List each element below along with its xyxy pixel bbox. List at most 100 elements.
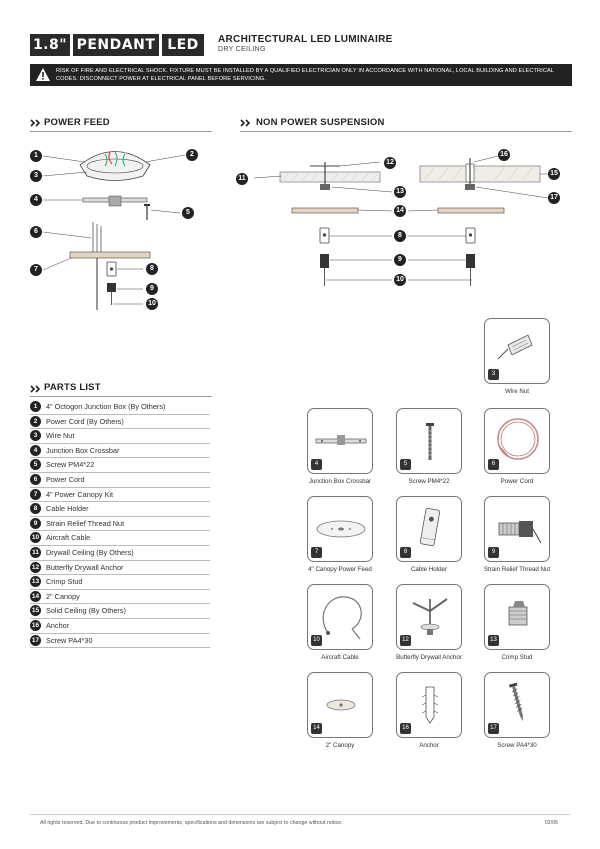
part-card: 5 <box>396 408 462 474</box>
callout-14: 14 <box>394 205 406 217</box>
aircraft-cable-icon <box>322 596 362 640</box>
part-card: 16 <box>396 672 462 738</box>
card-number: 6 <box>488 459 499 470</box>
part-card: 10 <box>307 584 373 650</box>
card-number: 3 <box>488 369 499 380</box>
card-label: Strain Relief Thread Nut <box>483 566 551 573</box>
card-number: 17 <box>488 723 499 734</box>
part-label: Drywall Ceiling (By Others) <box>46 548 134 557</box>
card-label: Cable Holder <box>410 566 448 573</box>
card-number: 4 <box>311 459 322 470</box>
product-subtitle: DRY CEILING <box>218 46 266 53</box>
part-number: 2 <box>30 415 41 427</box>
callout-16: 16 <box>498 149 510 161</box>
chevron-right-icon <box>30 119 41 127</box>
part-label: Cable Holder <box>46 504 89 514</box>
divider <box>30 131 212 132</box>
part-label: Power Cord <box>46 475 85 484</box>
part-label: Strain Relief Thread Nut <box>46 518 125 528</box>
callout-17: 17 <box>548 192 560 204</box>
card-label: Screw PM4*22 <box>408 478 450 485</box>
card-label: 4" Canopy Power Feed <box>308 566 372 573</box>
part-label: Power Cord (By Others) <box>46 416 124 426</box>
list-item: 3 Wire Nut <box>30 429 210 444</box>
power-cord-icon <box>497 418 539 460</box>
callout-8: 8 <box>146 263 158 275</box>
warning-text: RISK OF FIRE AND ELECTRICAL SHOCK. FIXTU… <box>56 68 554 82</box>
card-number: 5 <box>400 459 411 470</box>
callout-8: 8 <box>394 230 406 242</box>
power-feed-diagram <box>42 151 186 310</box>
callout-7: 7 <box>30 264 42 276</box>
callout-2: 2 <box>186 149 198 161</box>
part-label: Wire Nut <box>46 431 75 441</box>
card-number: 13 <box>488 635 499 646</box>
list-item: 6 Power Cord <box>30 473 210 488</box>
chevron-right-icon <box>30 385 41 393</box>
part-number: 1 <box>30 401 41 412</box>
parts-list-heading: PARTS LIST <box>44 382 101 393</box>
part-number: 3 <box>30 430 41 442</box>
callout-4: 4 <box>30 194 42 206</box>
list-item: 14 2" Canopy <box>30 590 210 605</box>
butterfly-anchor-icon <box>412 598 448 635</box>
power-feed-heading: POWER FEED <box>44 117 110 128</box>
list-item: 2 Power Cord (By Others) <box>30 415 210 430</box>
card-label: Aircraft Cable <box>321 654 359 661</box>
part-label: 4" Power Canopy Kit <box>46 489 114 499</box>
list-item: 15 Solid Ceiling (By Others) <box>30 604 210 619</box>
part-card: 17 <box>484 672 550 738</box>
part-label: Solid Ceiling (By Others) <box>46 606 126 616</box>
part-number: 9 <box>30 517 41 529</box>
machine-screw-icon <box>426 423 434 460</box>
callout-11: 11 <box>236 173 248 185</box>
strain-relief-icon <box>498 521 542 544</box>
part-card: 13 <box>484 584 550 650</box>
card-label: 2" Canopy <box>325 742 355 749</box>
card-label: Wire Nut <box>504 388 530 395</box>
part-card: 9 <box>484 496 550 562</box>
divider <box>240 131 572 132</box>
size-badge: 1.8" <box>30 34 70 56</box>
callout-3: 3 <box>30 170 42 182</box>
part-number: 6 <box>30 474 41 485</box>
wire-nut-icon <box>497 334 533 360</box>
card-number: 7 <box>311 547 322 558</box>
part-number: 15 <box>30 605 41 617</box>
warning-banner: RISK OF FIRE AND ELECTRICAL SHOCK. FIXTU… <box>30 64 572 86</box>
part-label: 2" Canopy <box>46 591 80 601</box>
part-number: 16 <box>30 620 41 631</box>
part-card: 6 <box>484 408 550 474</box>
part-number: 8 <box>30 503 41 515</box>
list-item: 9 Strain Relief Thread Nut <box>30 517 210 532</box>
list-item: 8 Cable Holder <box>30 502 210 517</box>
callout-13: 13 <box>394 186 406 198</box>
anchor-icon <box>421 686 439 724</box>
callout-1: 1 <box>30 150 42 162</box>
callout-9: 9 <box>394 254 406 266</box>
part-card: 12 <box>396 584 462 650</box>
product-title: ARCHITECTURAL LED LUMINAIRE <box>218 34 393 45</box>
non-power-diagram <box>253 155 549 286</box>
part-number: 14 <box>30 590 41 602</box>
footer-disclaimer: All rights reserved. Due to continuous p… <box>40 820 343 826</box>
part-label: Crimp Stud <box>46 577 83 587</box>
callout-12: 12 <box>384 157 396 169</box>
callout-9: 9 <box>146 283 158 295</box>
card-number: 12 <box>400 635 411 646</box>
part-label: Anchor <box>46 621 70 630</box>
wood-screw-icon <box>508 682 523 722</box>
part-card: 8 <box>396 496 462 562</box>
callout-6: 6 <box>30 226 42 238</box>
part-label: Butterfly Drywall Anchor <box>46 562 124 572</box>
part-number: 5 <box>30 459 41 471</box>
tech-badge: LED <box>162 34 204 56</box>
part-label: Screw PA4*30 <box>46 635 93 645</box>
type-badge: PENDANT <box>73 34 159 56</box>
footer-divider <box>30 814 570 815</box>
